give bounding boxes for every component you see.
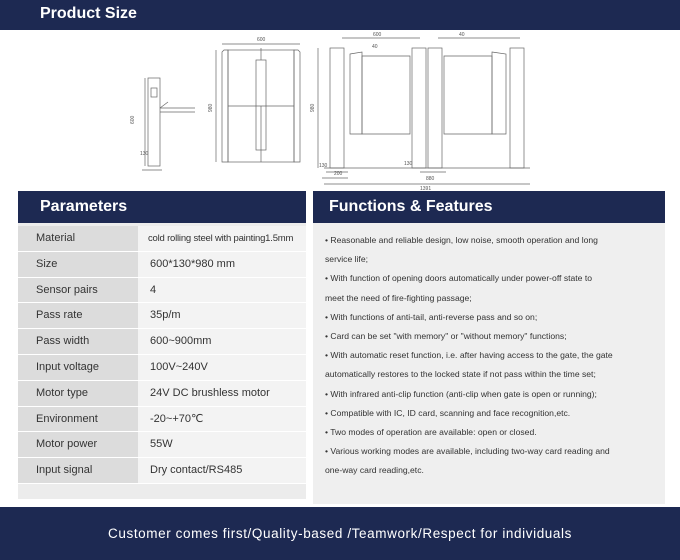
param-row-sensor-pairs: Sensor pairs 4 (18, 277, 306, 304)
functions-list: • Reasonable and reliable design, low no… (325, 231, 661, 481)
param-row-motor-power: Motor power 55W (18, 432, 306, 459)
dim-total-label: 1391 (420, 186, 431, 190)
parameters-table: Material cold rolling steel with paintin… (18, 226, 306, 484)
param-label: Material (18, 226, 138, 251)
function-line: • Two modes of operation are available: … (325, 427, 537, 438)
side-view-drawing (142, 77, 195, 171)
param-value: 35p/m (138, 303, 306, 329)
param-row-input-signal: Input signal Dry contact/RS485 (18, 458, 306, 484)
param-row-motor-type: Motor type 24V DC brushless motor (18, 380, 306, 407)
param-value: 55W (138, 432, 306, 458)
top-40-right-label: 40 (459, 32, 465, 38)
param-value: 4 (138, 277, 306, 303)
param-value: 24V DC brushless motor (138, 380, 306, 406)
param-row-size: Size 600*130*980 mm (18, 251, 306, 278)
param-value: -20~+70℃ (138, 406, 306, 432)
function-line: • Reasonable and reliable design, low no… (325, 235, 598, 245)
function-line: • Card can be set "with memory" or "with… (325, 331, 567, 342)
function-line: automatically restores to the locked sta… (325, 369, 596, 380)
function-line: • Various working modes are available, i… (325, 446, 610, 457)
param-label: Input signal (18, 458, 138, 483)
dim-880-label: 880 (426, 176, 435, 182)
param-label: Environment (18, 406, 138, 432)
param-value: 600*130*980 mm (138, 251, 306, 277)
param-label: Pass width (18, 329, 138, 354)
top-banner: Product Size (0, 0, 680, 30)
technical-drawings: 600 130 600 980 (0, 30, 680, 192)
functions-panel: Functions & Features • Reasonable and re… (313, 191, 665, 504)
function-line: service life; (325, 254, 368, 265)
front-view-drawing (215, 43, 301, 163)
param-row-pass-width: Pass width 600~900mm (18, 329, 306, 355)
footer-slogan: Customer comes first/Quality-based /Team… (108, 526, 572, 541)
side-height-label: 600 (130, 115, 136, 124)
param-label: Size (18, 251, 138, 277)
function-line: one-way card reading,etc. (325, 465, 424, 476)
product-size-title: Product Size (40, 5, 137, 22)
top-width-label: 600 (373, 32, 382, 38)
param-value: cold rolling steel with painting1.5mm (138, 226, 306, 251)
functions-title: Functions & Features (329, 198, 493, 215)
param-value: 100V~240V (138, 354, 306, 380)
dim-130-left-label: 130 (319, 163, 328, 169)
param-label: Pass rate (18, 303, 138, 329)
param-label: Sensor pairs (18, 277, 138, 303)
functions-header: Functions & Features (313, 191, 665, 223)
function-line: meet the need of fire-fighting passage; (325, 292, 472, 303)
dimension-drawing: 600 130 600 980 (130, 32, 530, 192)
param-row-environment: Environment -20~+70℃ (18, 406, 306, 433)
dim-200-label: 200 (334, 171, 343, 177)
param-row-material: Material cold rolling steel with paintin… (18, 226, 306, 252)
top-view-drawing (317, 37, 530, 185)
function-line: • With infrared anti-clip function (anti… (325, 388, 597, 399)
dim-130-right-label: 130 (404, 161, 413, 167)
front-width-label: 600 (257, 37, 266, 43)
top-40-left-label: 40 (372, 44, 378, 50)
param-value: Dry contact/RS485 (138, 458, 306, 483)
function-line: • With function of opening doors automat… (325, 273, 593, 284)
param-row-input-voltage: Input voltage 100V~240V (18, 354, 306, 381)
param-label: Input voltage (18, 354, 138, 380)
param-label: Motor power (18, 432, 138, 458)
function-line: • With functions of anti-tail, anti-reve… (325, 311, 538, 322)
top-height-label: 980 (310, 103, 316, 112)
side-width-label: 130 (140, 151, 149, 157)
front-height-label: 980 (208, 103, 214, 112)
parameters-header: Parameters (18, 191, 306, 223)
param-row-pass-rate: Pass rate 35p/m (18, 303, 306, 330)
footer-banner: Customer comes first/Quality-based /Team… (0, 507, 680, 560)
function-line: • Compatible with IC, ID card, scanning … (325, 407, 571, 418)
param-label: Motor type (18, 380, 138, 406)
param-value: 600~900mm (138, 329, 306, 354)
parameters-title: Parameters (40, 198, 128, 215)
function-line: • With automatic reset function, i.e. af… (325, 350, 613, 361)
